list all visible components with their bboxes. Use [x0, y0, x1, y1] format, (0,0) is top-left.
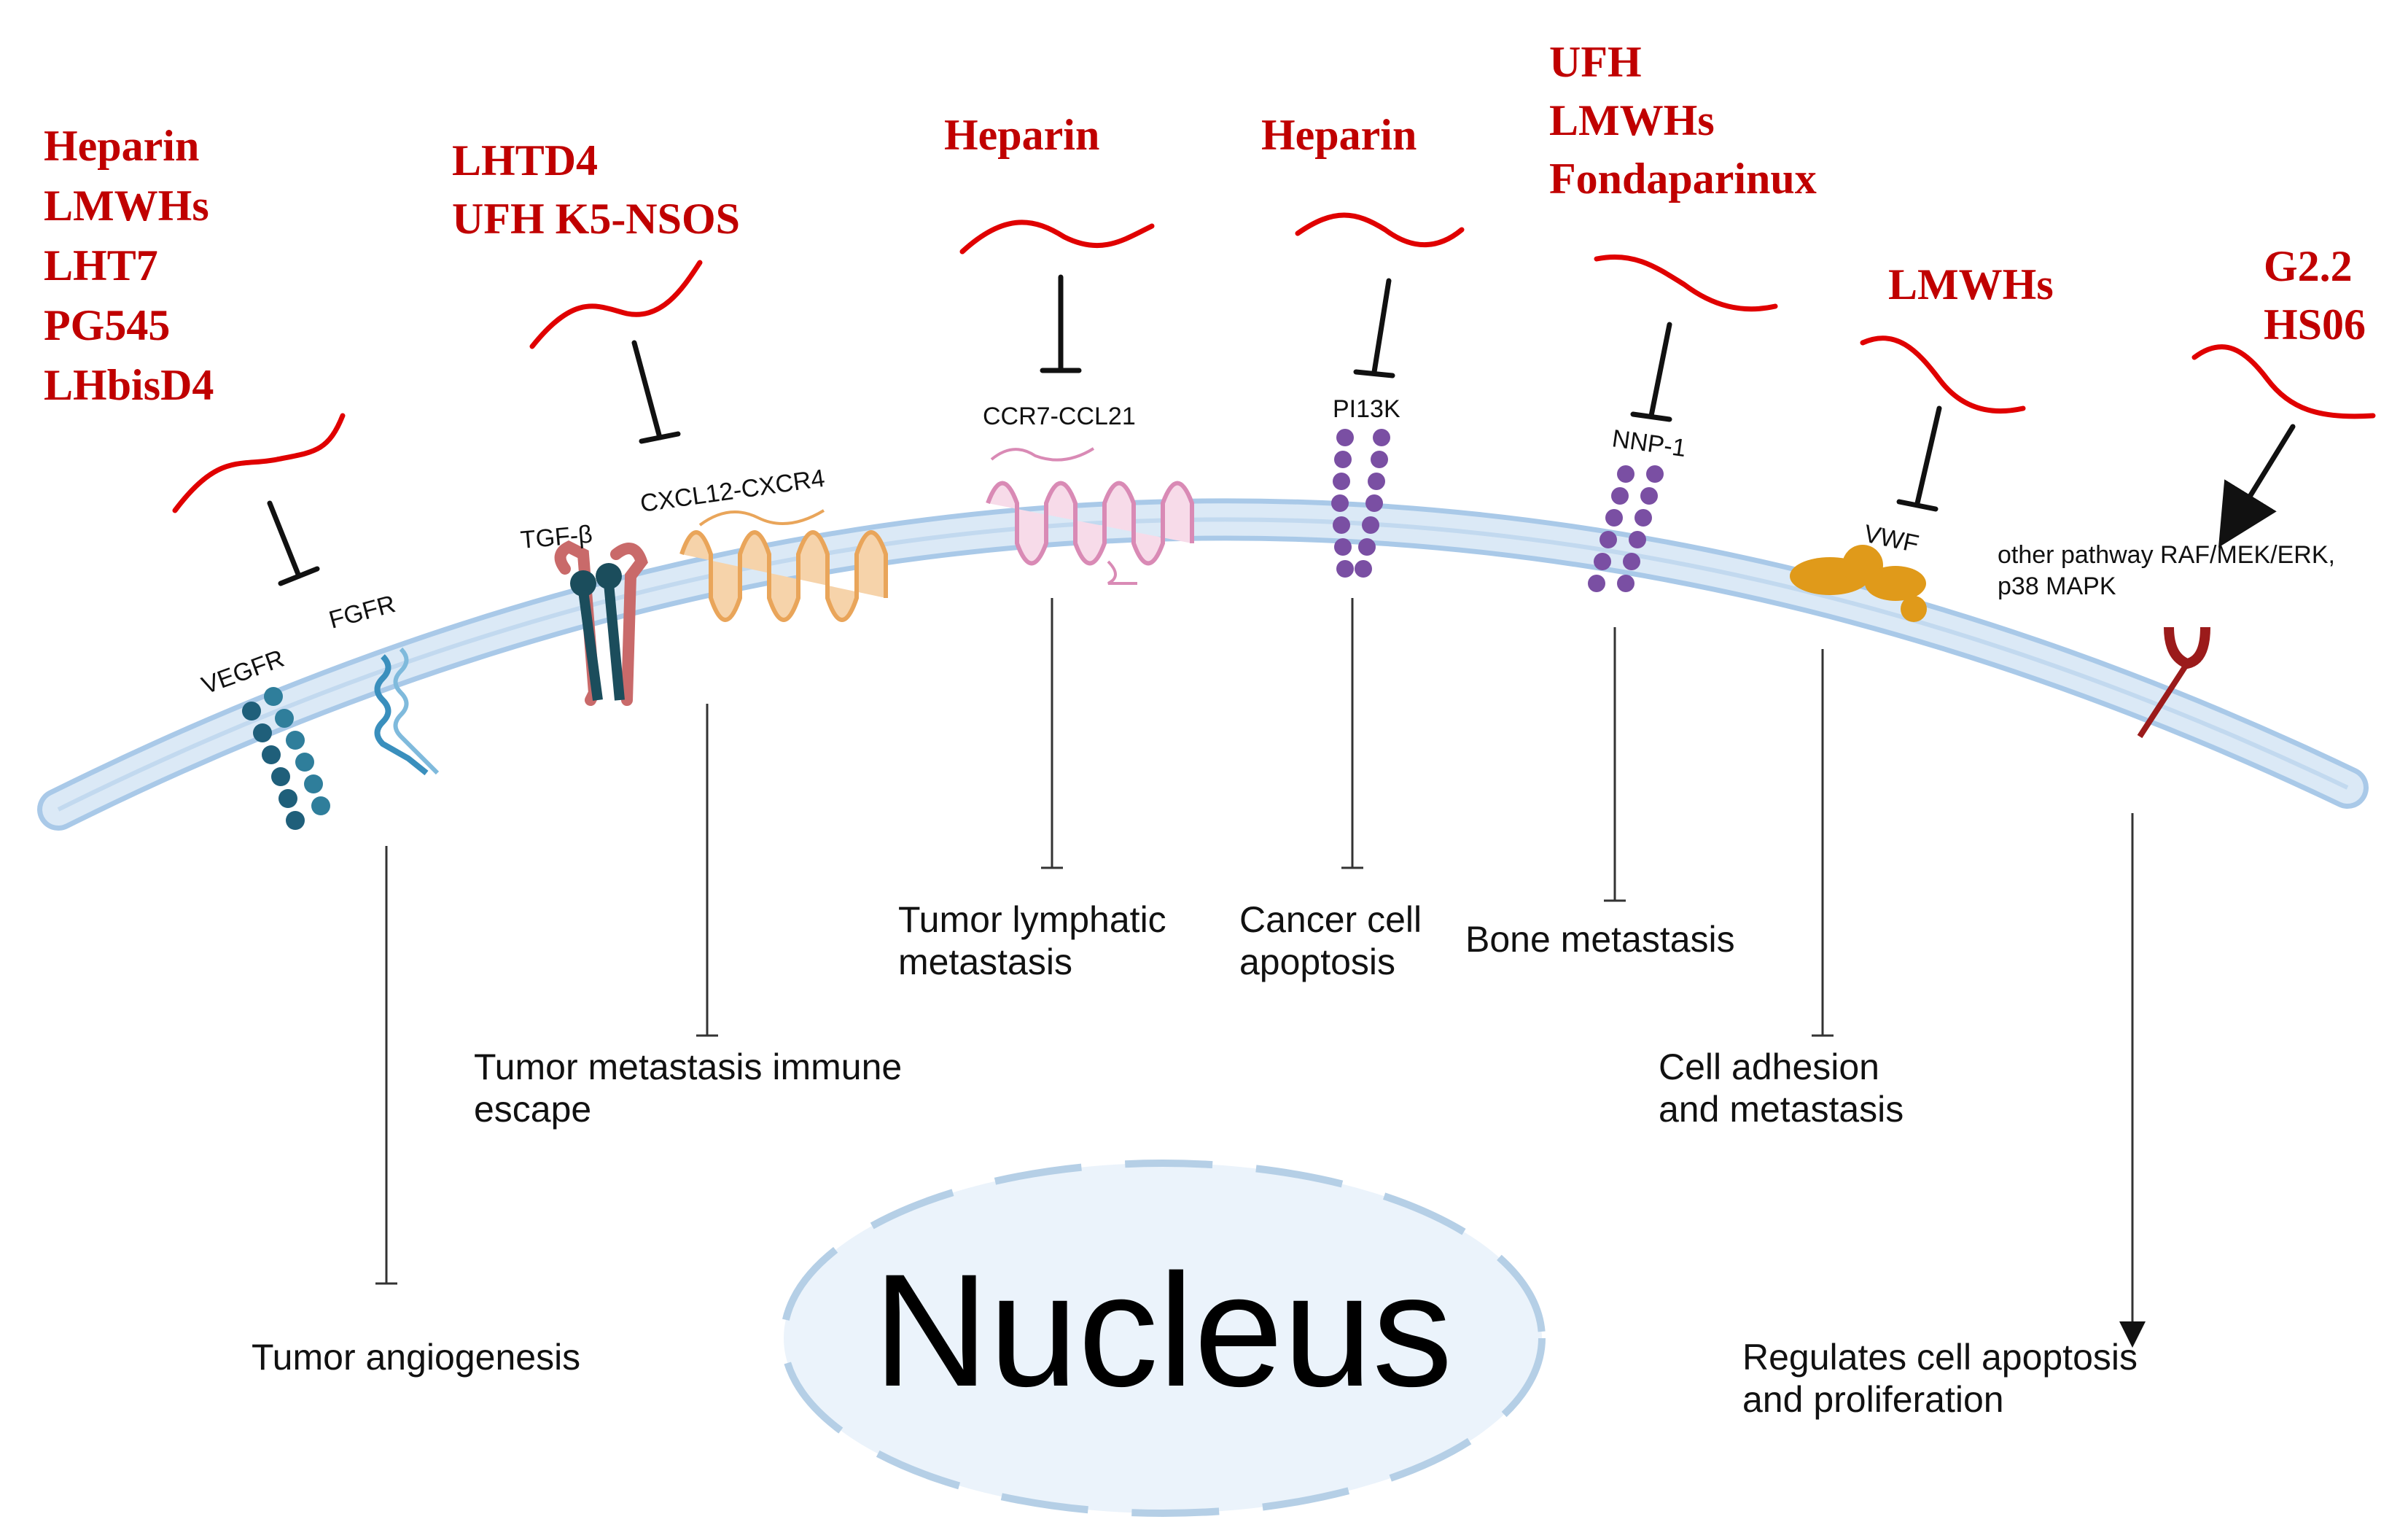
- heparin-wave-icon: [1295, 212, 1465, 248]
- inhibit-arrow-icon: [1040, 274, 1082, 373]
- ccr7-receptor: [986, 447, 1194, 585]
- effect-connector: [1604, 627, 1626, 902]
- effect-connector: [1041, 598, 1063, 869]
- drug-label: Heparin: [44, 122, 199, 170]
- receptor-label-ccr7: CCR7-CCL21: [983, 403, 1136, 430]
- heparin-wave-icon: [529, 260, 703, 349]
- heparin-wave-icon: [2191, 344, 2376, 419]
- nucleus: Nucleus: [780, 1160, 1546, 1517]
- effect-label-adhesion: Cell adhesion: [1659, 1046, 1879, 1087]
- receptor-label-cxcl12: CXCL12-CXCR4: [639, 465, 827, 518]
- receptor-label-nnp1: NNP-1: [1610, 424, 1688, 462]
- effect-label-regulates: and proliferation: [1742, 1379, 2004, 1420]
- effect-label-apoptosis: apoptosis: [1239, 941, 1395, 982]
- drug-group-1: Heparin LMWHs LHT7 PG545 LHbisD4: [44, 122, 214, 409]
- inhibit-arrow-icon: [267, 500, 320, 586]
- receptor-label-tgfb: TGF-β: [519, 520, 593, 554]
- heparin-wave-icon: [1860, 335, 2026, 414]
- drug-label: G2.2: [2264, 242, 2353, 290]
- drug-label: Heparin: [944, 111, 1099, 159]
- effect-connector: [696, 704, 718, 1037]
- drug-group-6: LMWHs: [1888, 260, 2054, 308]
- drug-label: Fondaparinux: [1549, 155, 1817, 203]
- drug-label: LHTD4: [452, 136, 598, 185]
- drug-group-2: LHTD4 UFH K5-NSOS: [452, 136, 740, 243]
- effect-label-metastasis-immune: escape: [474, 1089, 591, 1130]
- pi3k-receptor: [1331, 429, 1390, 578]
- vwf-protein: [1790, 545, 1927, 622]
- heparin-wave-icon: [1594, 254, 1778, 312]
- heparin-wave-icon: [172, 413, 346, 513]
- receptor-label-pi3k: PI13K: [1333, 395, 1400, 423]
- effect-label-apoptosis: Cancer cell: [1239, 899, 1422, 940]
- drug-label: PG545: [44, 301, 170, 349]
- inhibit-arrow-icon: [1630, 322, 1672, 422]
- nucleus-label: Nucleus: [873, 1240, 1453, 1420]
- drug-label: LMWHs: [44, 182, 209, 230]
- inhibit-arrow-icon: [631, 340, 681, 444]
- fgfr-receptor: [374, 647, 440, 776]
- drug-group-4: Heparin: [1261, 111, 1417, 159]
- drug-label: Heparin: [1261, 111, 1417, 159]
- heparin-wave-icon: [959, 220, 1155, 255]
- drug-label: UFH K5-NSOS: [452, 195, 740, 243]
- receptor-label-other-2: p38 MAPK: [1998, 572, 2116, 600]
- receptor-label-fgfr: FGFR: [326, 590, 398, 634]
- drug-group-7: G2.2 HS06: [2264, 242, 2366, 349]
- effect-label-lymphatic: metastasis: [898, 941, 1072, 982]
- drug-label: LHT7: [44, 241, 158, 290]
- drug-label: LMWHs: [1888, 260, 2054, 308]
- effect-label-angiogenesis: Tumor angiogenesis: [252, 1337, 580, 1378]
- vegfr-receptor: [242, 687, 330, 830]
- drug-label: HS06: [2264, 300, 2366, 349]
- drug-label: LMWHs: [1549, 96, 1715, 144]
- nnp1-receptor: [1588, 465, 1664, 592]
- effect-connector: [1341, 598, 1363, 869]
- cell-membrane: [37, 498, 2369, 831]
- drug-label: UFH: [1549, 38, 1642, 86]
- effect-connector: [1812, 649, 1834, 1037]
- tgf-beta-receptor: [554, 540, 648, 706]
- activate-arrow-icon: [2218, 424, 2296, 548]
- cxcr4-receptor: [679, 509, 888, 622]
- drug-group-3: Heparin: [944, 111, 1099, 159]
- effect-connector: [375, 846, 397, 1285]
- other-pathway-receptor: [2137, 626, 2210, 739]
- effect-label-bone: Bone metastasis: [1465, 919, 1735, 960]
- drug-label: LHbisD4: [44, 361, 214, 409]
- inhibit-arrow-icon: [1896, 405, 1942, 512]
- effect-label-metastasis-immune: Tumor metastasis immune: [474, 1046, 902, 1087]
- receptor-label-other-1: other pathway RAF/MEK/ERK,: [1998, 541, 2335, 569]
- drug-group-5: UFH LMWHs Fondaparinux: [1549, 38, 1817, 203]
- inhibit-arrow-icon: [1353, 278, 1395, 378]
- effect-label-lymphatic: Tumor lymphatic: [898, 899, 1166, 940]
- effect-label-regulates: Regulates cell apoptosis: [1742, 1337, 2138, 1378]
- effect-label-adhesion: and metastasis: [1659, 1089, 1904, 1130]
